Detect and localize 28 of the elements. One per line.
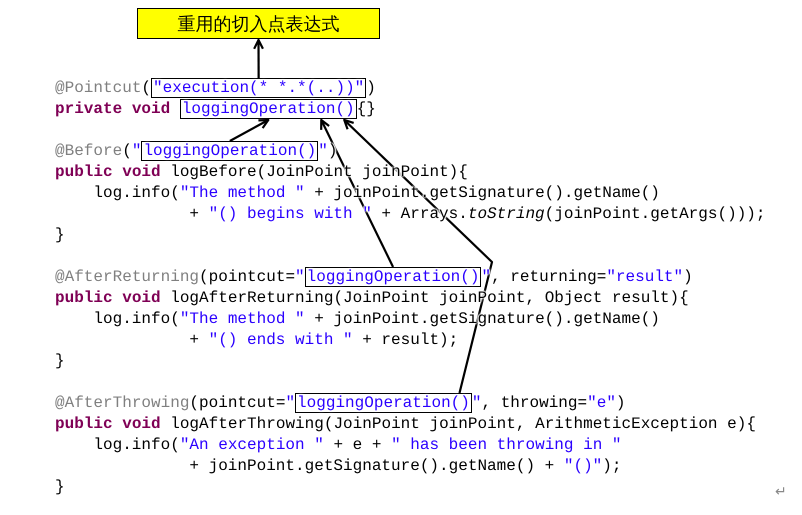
code-text: ) xyxy=(366,79,376,97)
paragraph-mark: ↵ xyxy=(775,484,787,500)
highlight-box: loggingOperation() xyxy=(180,99,357,119)
code-text: + "() ends with " + result); xyxy=(189,331,458,349)
highlight-box: loggingOperation() xyxy=(295,393,472,413)
code-text: public void logAfterThrowing(JoinPoint joinPoint, ArithmeticException e){ xyxy=(55,415,756,433)
code-text: ", returning="result") xyxy=(481,268,693,286)
code-text: } xyxy=(55,226,65,244)
code-text: } xyxy=(55,478,65,496)
arrow xyxy=(253,38,264,78)
arrow xyxy=(229,118,270,142)
code-text: + joinPoint.getSignature().getName() + "()"); xyxy=(189,457,622,475)
code-text: {} xyxy=(356,100,376,118)
highlight-box: "execution(* *.*(..))" xyxy=(151,78,366,98)
code-text: @AfterReturning(pointcut=" xyxy=(55,268,305,286)
code-text: ", throwing="e") xyxy=(472,394,626,412)
arrow xyxy=(343,118,494,394)
title-box: 重用的切入点表达式 xyxy=(137,8,380,39)
arrow xyxy=(320,118,394,268)
highlight-box: loggingOperation() xyxy=(304,267,482,287)
code-text: @Before(" xyxy=(55,142,142,160)
code-text: @Pointcut( xyxy=(55,79,152,97)
code-text: } xyxy=(55,352,65,370)
code-text: log.info("An exception " + e + " has been throwing in " xyxy=(93,436,622,454)
code-text: ") xyxy=(318,142,338,160)
code-text: @AfterThrowing(pointcut=" xyxy=(55,394,296,412)
code-text: private void xyxy=(55,100,170,118)
highlight-box: loggingOperation() xyxy=(141,141,318,161)
